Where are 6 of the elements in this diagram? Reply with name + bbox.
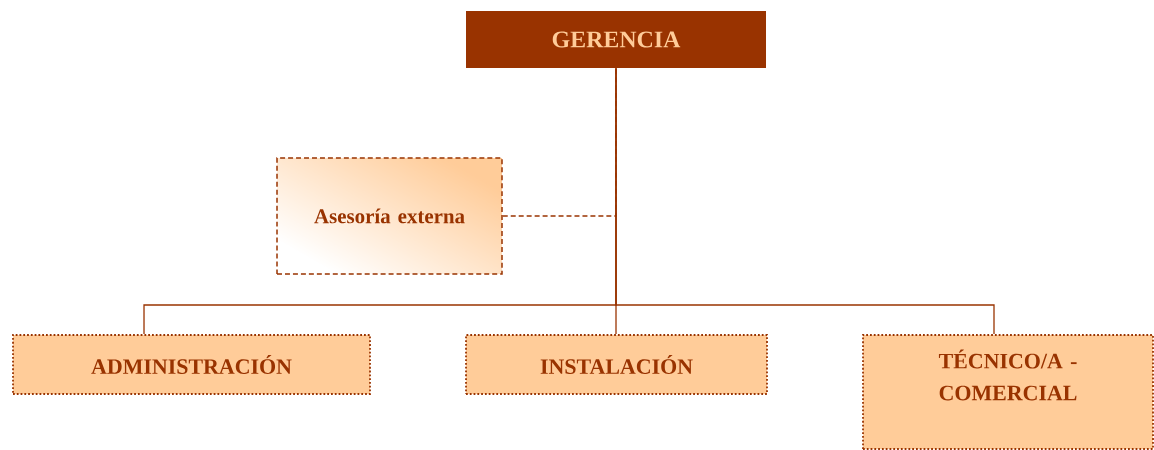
department-box: TÉCNICO/A - COMERCIAL <box>862 334 1154 450</box>
department-box: INSTALACIÓN <box>465 334 768 395</box>
department-box: ADMINISTRACIÓN <box>12 334 371 395</box>
connector-line <box>615 67 995 335</box>
advisor-box: Asesoría externa <box>276 157 503 275</box>
manager-box: GERENCIA <box>466 11 766 68</box>
